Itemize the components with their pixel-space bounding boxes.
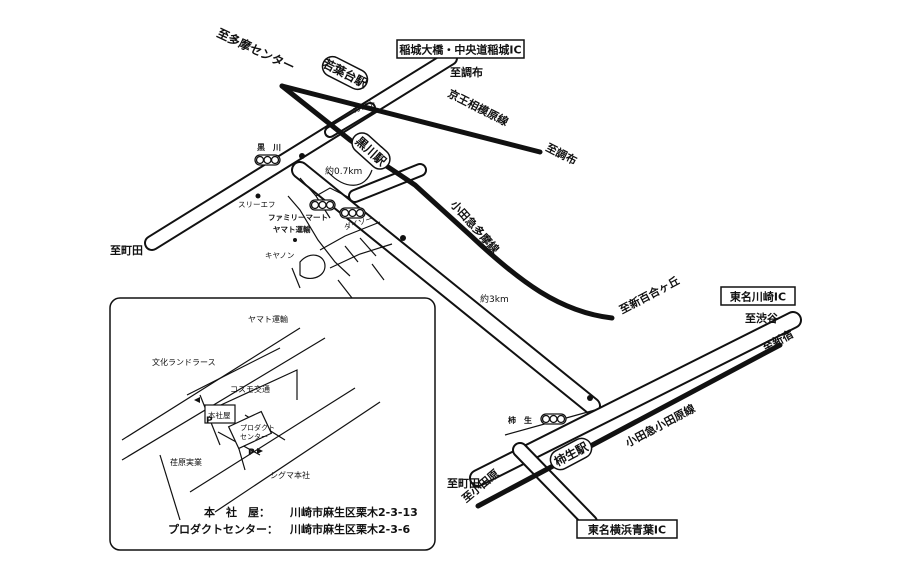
parking-marker: P xyxy=(248,448,255,458)
to-machida-label: 至町田 xyxy=(447,477,480,490)
three-f-label: スリーエフ xyxy=(238,200,276,209)
road-machida-inagi xyxy=(144,50,458,251)
to-shibuya-label: 至渋谷 xyxy=(745,311,779,325)
inagi-ic-box: 稲城大橋・中央道稲城IC xyxy=(396,39,525,59)
to-chofu-label: 至調布 xyxy=(544,140,580,167)
traffic-signal-icon xyxy=(309,199,336,211)
to-chofu-label: 至調布 xyxy=(450,65,483,79)
road-station-branch xyxy=(348,163,427,203)
inset-addresses: 本 社 屋： 川崎市麻生区栗木2-3-13 プロダクトセンター： 川崎市麻生区栗… xyxy=(168,505,418,536)
canon-label: キヤノン xyxy=(265,251,294,260)
road-kakio-aoba xyxy=(512,442,598,530)
inset-map: P P ヤマト運輸 文化ランドラース コスモ交通 本社屋 プロダクト センター … xyxy=(109,297,436,551)
wakabadai-station-badge: 若葉台駅 xyxy=(319,55,370,91)
address-pc-label: プロダクトセンター： xyxy=(168,522,278,536)
tomei-kawasaki-ic-label: 東名川崎IC xyxy=(730,290,786,304)
inset-buildings xyxy=(204,404,273,450)
arrow-icon xyxy=(194,397,200,403)
railways xyxy=(279,83,783,509)
arrow-icon xyxy=(257,448,263,454)
local-streets xyxy=(287,169,393,299)
to-shin-yurigaoka-label: 至新百合ヶ丘 xyxy=(617,273,682,316)
to-machida-label: 至町田 xyxy=(110,244,143,257)
inagi-ic-label: 稲城大橋・中央道稲城IC xyxy=(399,43,521,57)
keio-line-label: 京王相模原線 xyxy=(446,86,511,128)
approx-3km-label: 約3km xyxy=(480,293,509,305)
address-hq: 川崎市麻生区栗木2-3-13 xyxy=(289,505,418,519)
inset-sigma-label: シグマ本社 xyxy=(270,470,310,480)
signal-icons xyxy=(254,154,567,425)
kakio-signal-label: 柿 生 xyxy=(508,415,532,425)
to-tama-center-label: 至多摩センター xyxy=(215,25,297,74)
address-pc: 川崎市麻生区栗木2-3-6 xyxy=(289,522,410,536)
inset-labels: ヤマト運輸 文化ランドラース コスモ交通 本社屋 プロダクト センター 荏原実業… xyxy=(152,314,310,480)
traffic-signal-icon xyxy=(254,154,281,166)
inset-soubara-label: 荏原実業 xyxy=(170,457,202,467)
parking-marker: P xyxy=(206,416,213,426)
traffic-signal-icon xyxy=(540,413,567,425)
inset-product-center-label: プロダクト xyxy=(240,423,275,432)
approx-07km-label: 約0.7km xyxy=(325,165,362,177)
kurokawa-signal-label: 黒 川 xyxy=(257,142,281,152)
inset-parking: P P xyxy=(194,397,263,458)
inset-yamato-label: ヤマト運輸 xyxy=(248,314,288,324)
tomei-aoba-ic-box: 東名横浜青葉IC xyxy=(576,519,678,539)
address-hq-label: 本 社 屋： xyxy=(204,505,270,519)
tomei-kawasaki-ic-box: 東名川崎IC xyxy=(720,286,796,306)
yamato-label: ヤマト運輸 xyxy=(273,224,311,234)
traffic-signal-icon xyxy=(339,207,366,219)
odakyu-tama-line-label: 小田急多摩線 xyxy=(447,197,502,256)
tomei-aoba-ic-label: 東名横浜青葉IC xyxy=(588,523,666,537)
inset-product-center-label: センター xyxy=(240,432,268,441)
poi-dots xyxy=(255,109,593,401)
inset-cosmo-label: コスモ交通 xyxy=(230,384,270,394)
inset-head-office-label: 本社屋 xyxy=(208,410,231,420)
family-mart-label: ファミリーマート xyxy=(268,213,328,222)
inset-bunka-label: 文化ランドラース xyxy=(152,357,216,367)
